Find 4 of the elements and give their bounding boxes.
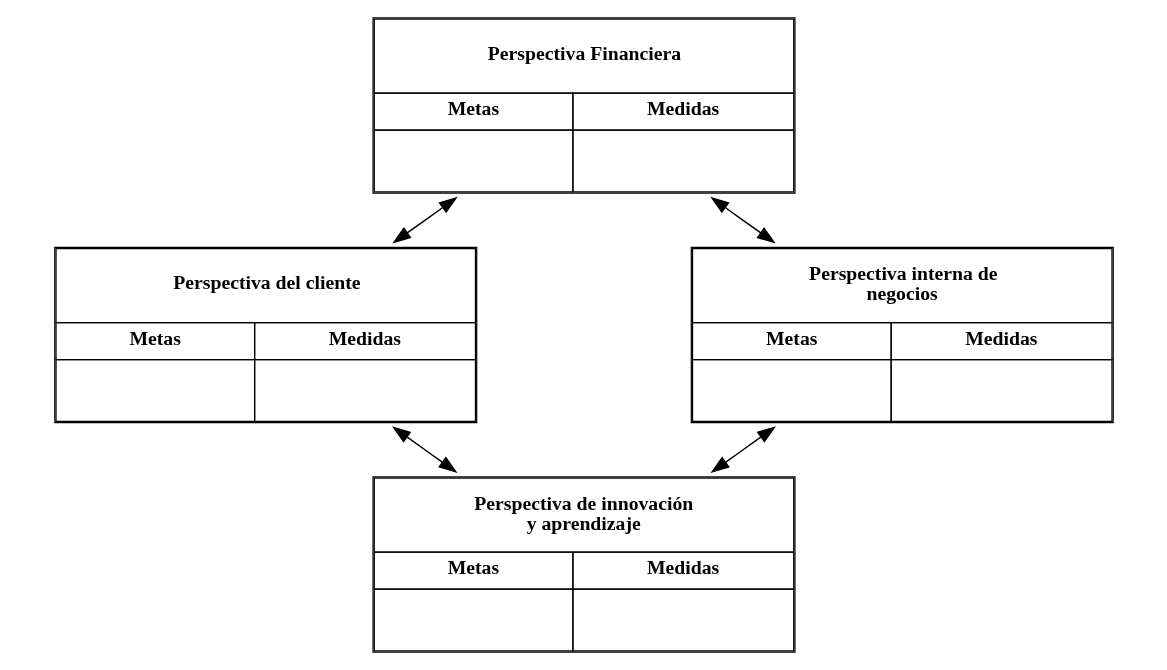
arrow bbox=[391, 426, 457, 473]
arrow bbox=[391, 196, 458, 244]
arrow bbox=[709, 196, 776, 244]
arrow bbox=[710, 426, 776, 473]
